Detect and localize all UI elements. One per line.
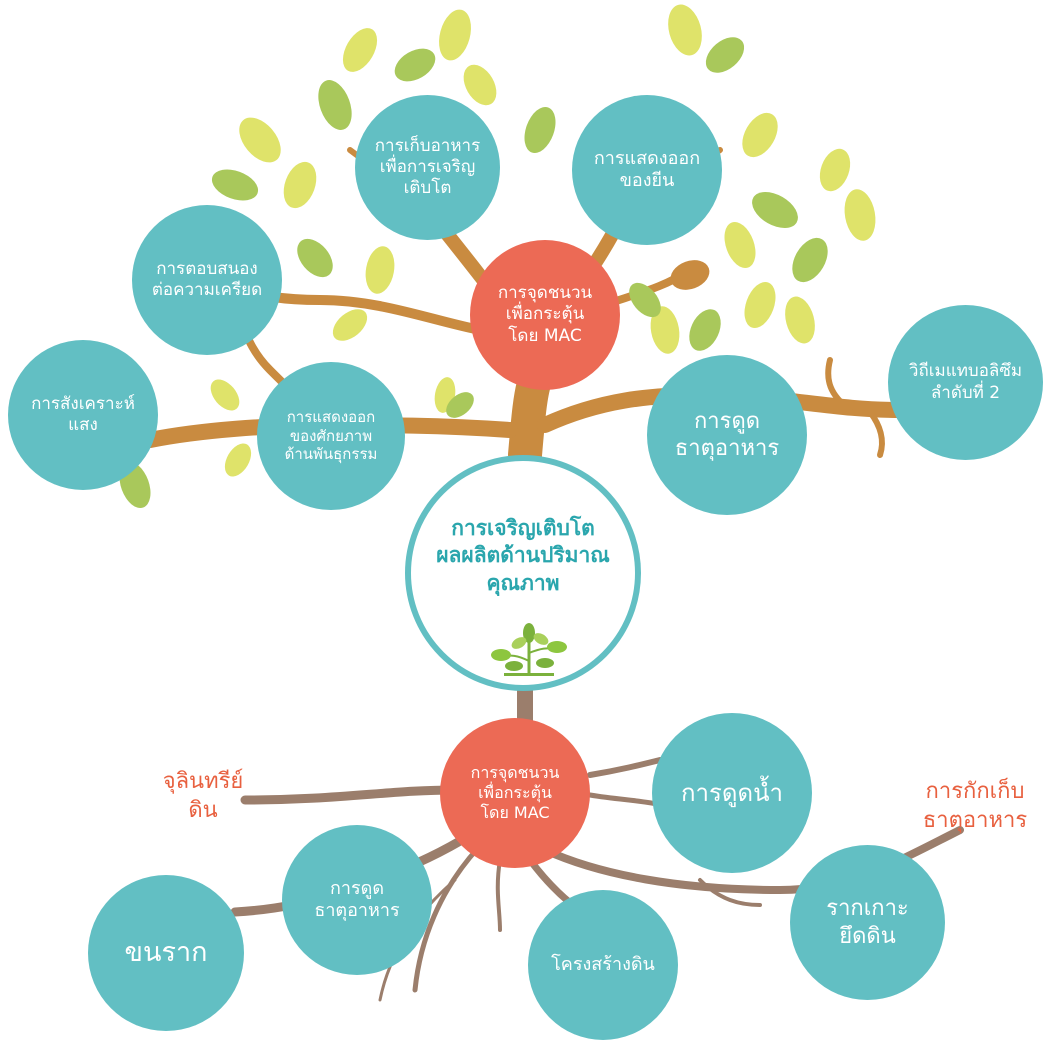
leaf	[224, 443, 252, 477]
water-uptake-node: การดูดน้ำ	[652, 713, 812, 873]
root-down-center	[495, 858, 502, 932]
gene-expression-node: การแสดงออก ของยีน	[572, 95, 722, 245]
root-left-upper	[240, 785, 460, 805]
leaf	[742, 112, 778, 158]
soil-structure-node: โครงสร้างดิน	[528, 890, 678, 1040]
leaf	[210, 379, 240, 411]
growth-yield-quality-node: การเจริญเติบโต ผลผลิตด้านปริมาณ คุณภาพ	[405, 455, 641, 691]
food-storage-node: การเก็บอาหาร เพื่อการเจริญ เติบโต	[355, 95, 500, 240]
leaf	[297, 238, 333, 278]
leaf	[394, 48, 436, 82]
soil-anchor-node: รากเกาะ ยึดดิน	[790, 845, 945, 1000]
leaf	[689, 309, 721, 351]
leaf	[819, 148, 851, 192]
leaf	[318, 80, 352, 130]
leaf	[365, 246, 395, 294]
nutrient-retention-label: การกักเก็บ ธาตุอาหาร	[922, 779, 1028, 833]
mac-trigger-top: การจุดชนวน เพื่อกระตุ้น โดย MAC	[470, 240, 620, 390]
nutrient-uptake-bottom-node: การดูด ธาตุอาหาร	[282, 825, 432, 975]
leaf	[844, 189, 876, 241]
root-right-upper	[587, 757, 663, 778]
leaf	[524, 106, 556, 154]
root-thin-right	[698, 878, 762, 907]
leaf	[211, 169, 259, 201]
photosynthesis-node: การสังเคราะห์ แสง	[8, 340, 158, 490]
leaf	[752, 191, 798, 229]
twig-4	[867, 409, 885, 458]
leaf	[629, 282, 661, 318]
leaf	[650, 306, 680, 354]
leaf	[446, 392, 474, 418]
leaf	[744, 281, 776, 329]
twig-3	[825, 357, 853, 413]
leaf	[283, 161, 317, 209]
root-hair-node: ขนราก	[88, 875, 244, 1031]
center-label: การเจริญเติบโต ผลผลิตด้านปริมาณ คุณภาพ	[436, 516, 610, 595]
genetic-potential-node: การแสดงออก ของศักยภาพ ด้านพันธุกรรม	[257, 362, 405, 510]
leaf	[785, 296, 815, 344]
seedling-icon	[491, 623, 567, 676]
leaf	[239, 117, 281, 163]
trunk	[508, 363, 552, 472]
secondary-metabolism-node: วิถีเมแทบอลิซึม ลำดับที่ 2	[888, 305, 1043, 460]
leaf	[670, 260, 710, 290]
leaf	[332, 309, 368, 341]
soil-microbes-label: จุลินทรีย์ ดิน	[162, 769, 244, 823]
leaf	[439, 9, 471, 61]
leaf	[705, 37, 745, 73]
leaf	[792, 237, 828, 283]
mac-trigger-bottom: การจุดชนวน เพื่อกระตุ้น โดย MAC	[440, 718, 590, 868]
leaf	[668, 4, 702, 56]
leaf	[724, 221, 756, 269]
leaf	[463, 64, 497, 106]
root-down-left	[412, 845, 481, 993]
leaf	[342, 28, 378, 72]
stress-response-node: การตอบสนอง ต่อความเครียด	[132, 205, 282, 355]
nutrient-uptake-top-node: การดูด ธาตุอาหาร	[647, 355, 807, 515]
